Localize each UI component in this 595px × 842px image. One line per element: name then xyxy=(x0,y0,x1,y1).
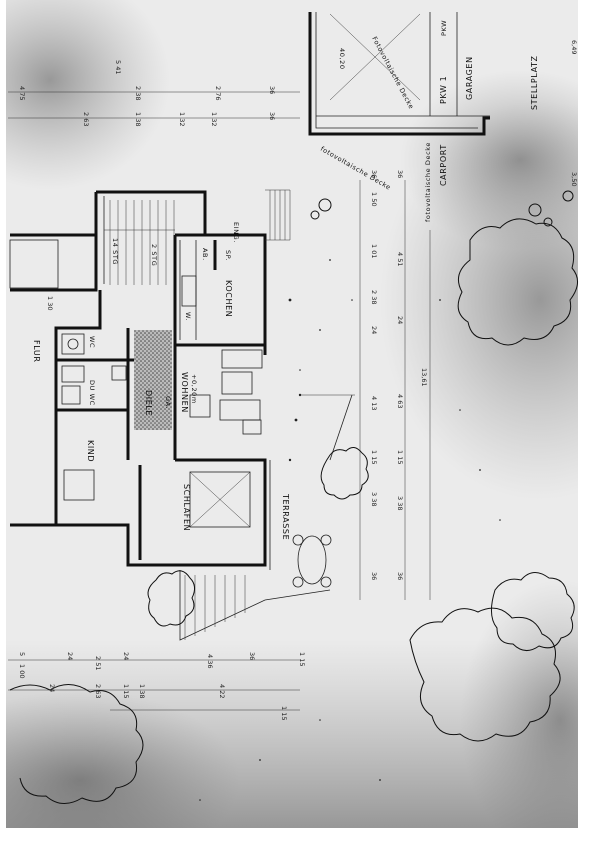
dim-label: 2 38 xyxy=(370,290,378,304)
roof-note-3: fotovoltaische Decke xyxy=(424,142,432,222)
dim-label: 1 15 xyxy=(396,450,404,464)
dim-label: 1 38 xyxy=(134,112,142,126)
room-label-14-stg: 14 STG xyxy=(111,238,119,265)
house-walls xyxy=(9,190,267,567)
dim-label: 36 xyxy=(268,112,276,120)
dim-label-total: 13,61 xyxy=(420,368,428,387)
dim-label: 24 xyxy=(370,326,378,334)
room-label-pkw2: PKW xyxy=(440,20,448,36)
terrace xyxy=(179,460,332,641)
furniture xyxy=(63,275,263,528)
dim-label: 1 15 xyxy=(370,450,378,464)
dim-label-stair: 1 30 xyxy=(46,296,54,310)
room-label-pkw1: PKW 1 xyxy=(439,76,448,104)
room-label-schlafen: SCHLAFEN xyxy=(182,484,191,531)
room-label-diele: DIELE xyxy=(144,390,153,416)
dim-label: 1 32 xyxy=(210,112,218,126)
dim-label: 5 xyxy=(18,652,26,656)
dim-label: 24 xyxy=(122,652,130,660)
dim-label: 4 13 xyxy=(370,396,378,410)
room-label-flur: FLUR xyxy=(32,340,41,362)
dim-label: 4 63 xyxy=(396,394,404,408)
dim-label: 36 xyxy=(248,652,256,660)
diele-floor-tiles xyxy=(134,330,172,430)
dim-label: 1 38 xyxy=(138,684,146,698)
speckles xyxy=(199,259,501,801)
room-label-wohnen: WOHNEN xyxy=(180,372,189,413)
room-label-ab: AB. xyxy=(201,248,209,261)
garage-block xyxy=(308,12,490,136)
dim-label: 3 38 xyxy=(370,492,378,506)
dimension-bottom-rows: 5 1 00 24 2 51 24 4 36 36 1 15 4 22 1 38… xyxy=(18,296,306,720)
dim-label: 36 xyxy=(268,86,276,94)
dim-label: 36 xyxy=(370,572,378,580)
dim-label: 2 51 xyxy=(94,656,102,670)
room-label-garagen: GARAGEN xyxy=(465,56,474,100)
room-label-eing: EING. xyxy=(232,222,240,243)
room-label-sp: SP. xyxy=(224,250,232,261)
wohnen-level: +0,20m xyxy=(190,374,198,404)
dim-label: 2 63 xyxy=(94,684,102,698)
room-label-wc: WC xyxy=(88,336,96,348)
room-label-carport: CARPORT xyxy=(439,144,448,186)
bath-fixtures xyxy=(61,333,127,405)
dim-label: 2 63 xyxy=(82,112,90,126)
dim-label: 2 76 xyxy=(214,86,222,100)
room-label-stellplatz: STELLPLATZ xyxy=(530,55,539,110)
dim-label: 24 xyxy=(48,684,56,692)
dim-label: 4 51 xyxy=(396,252,404,266)
dimension-top-row: 4 75 5 41 2 38 2 76 36 2 63 1 38 1 32 1 … xyxy=(18,60,276,126)
room-label-ga: GA. xyxy=(164,396,172,409)
dim-label: 1 15 xyxy=(298,652,306,666)
dim-label: 2 38 xyxy=(134,86,142,100)
dim-label: 3,50 xyxy=(570,172,578,186)
landscape-trees xyxy=(9,190,578,804)
dim-label: 1 01 xyxy=(370,244,378,258)
dim-label: 24 xyxy=(66,652,74,660)
dimension-right-col-b: 36 4 51 24 4 63 1 15 3 38 36 13,61 xyxy=(396,170,428,580)
dim-label: 1 15 xyxy=(122,684,130,698)
dim-label: 6,49 xyxy=(570,40,578,54)
dim-label: 1 15 xyxy=(280,706,288,720)
dim-label: 4 75 xyxy=(18,86,26,100)
dim-label: 36 xyxy=(396,170,404,178)
dim-label: 3 38 xyxy=(396,496,404,510)
top-value-label: 40,20 xyxy=(338,48,346,70)
room-label-w: W. xyxy=(184,312,192,321)
dimension-lines xyxy=(8,91,431,711)
dim-label: 1 00 xyxy=(18,664,26,678)
dimension-right-col-a: 6,49 3,50 36 1 50 1 01 2 38 24 4 13 1 15… xyxy=(370,40,578,580)
stairs xyxy=(104,189,291,285)
dim-label: 1 32 xyxy=(178,112,186,126)
dim-label: 24 xyxy=(396,316,404,324)
dim-label: 4 36 xyxy=(206,654,214,668)
room-label-kind: KIND xyxy=(86,440,95,462)
room-label-2-stg: 2 STG xyxy=(150,244,158,266)
dim-label: 1 50 xyxy=(370,192,378,206)
room-label-du-wc: DU WC xyxy=(88,380,96,406)
dim-label: 5 41 xyxy=(114,60,122,74)
dim-label: 36 xyxy=(396,572,404,580)
dim-label: 36 xyxy=(370,170,378,178)
dim-label: 4 22 xyxy=(218,684,226,698)
room-label-terrasse: TERRASSE xyxy=(281,493,290,540)
room-label-kochen: KOCHEN xyxy=(224,280,233,317)
